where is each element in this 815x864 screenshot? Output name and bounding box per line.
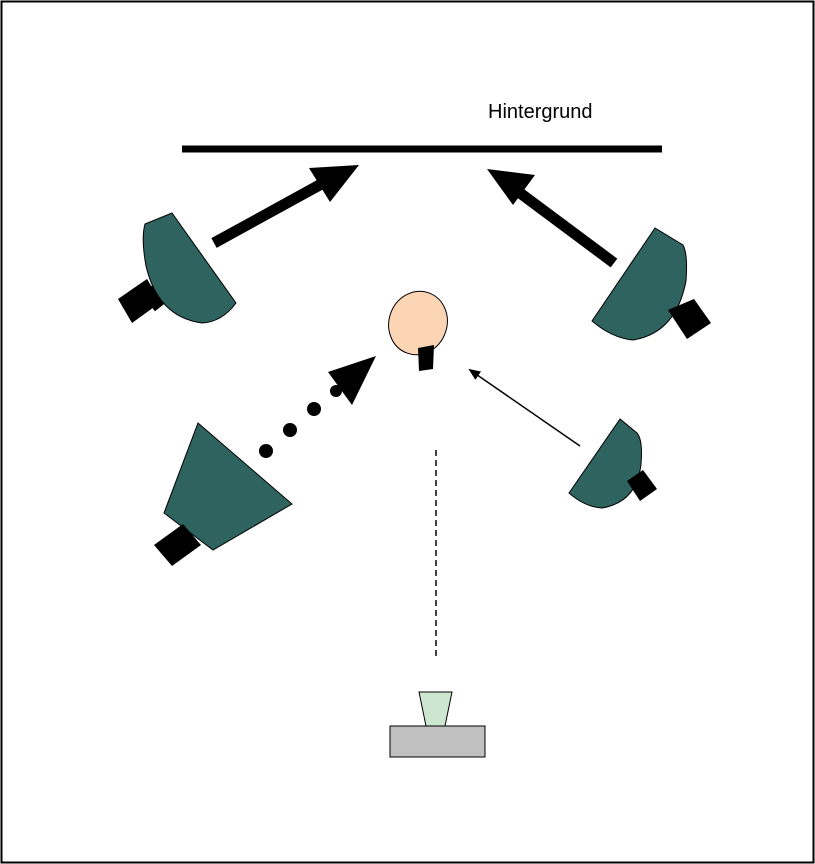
main-light-softbox [163,422,293,551]
camera-body [389,725,486,758]
subject-face [388,290,448,356]
fill-light-handle [627,470,657,501]
fill-light-arrow [468,368,581,447]
main-light-dotted-arrow [259,356,376,458]
subject-body [418,345,434,371]
background-light-left-handle [118,279,161,323]
background-light-right-handle [668,299,711,339]
main-light-handle [154,524,201,566]
background-light-right-reflector [591,227,688,341]
background-label: Hintergrund [488,101,593,123]
camera [389,691,486,758]
background-light-left-reflector [142,212,237,324]
camera-lens [418,691,453,727]
background-light-left-arrow [211,165,359,248]
subject [388,290,448,371]
background-light-right-arrow [487,169,618,268]
fill-light-reflector [568,418,642,509]
